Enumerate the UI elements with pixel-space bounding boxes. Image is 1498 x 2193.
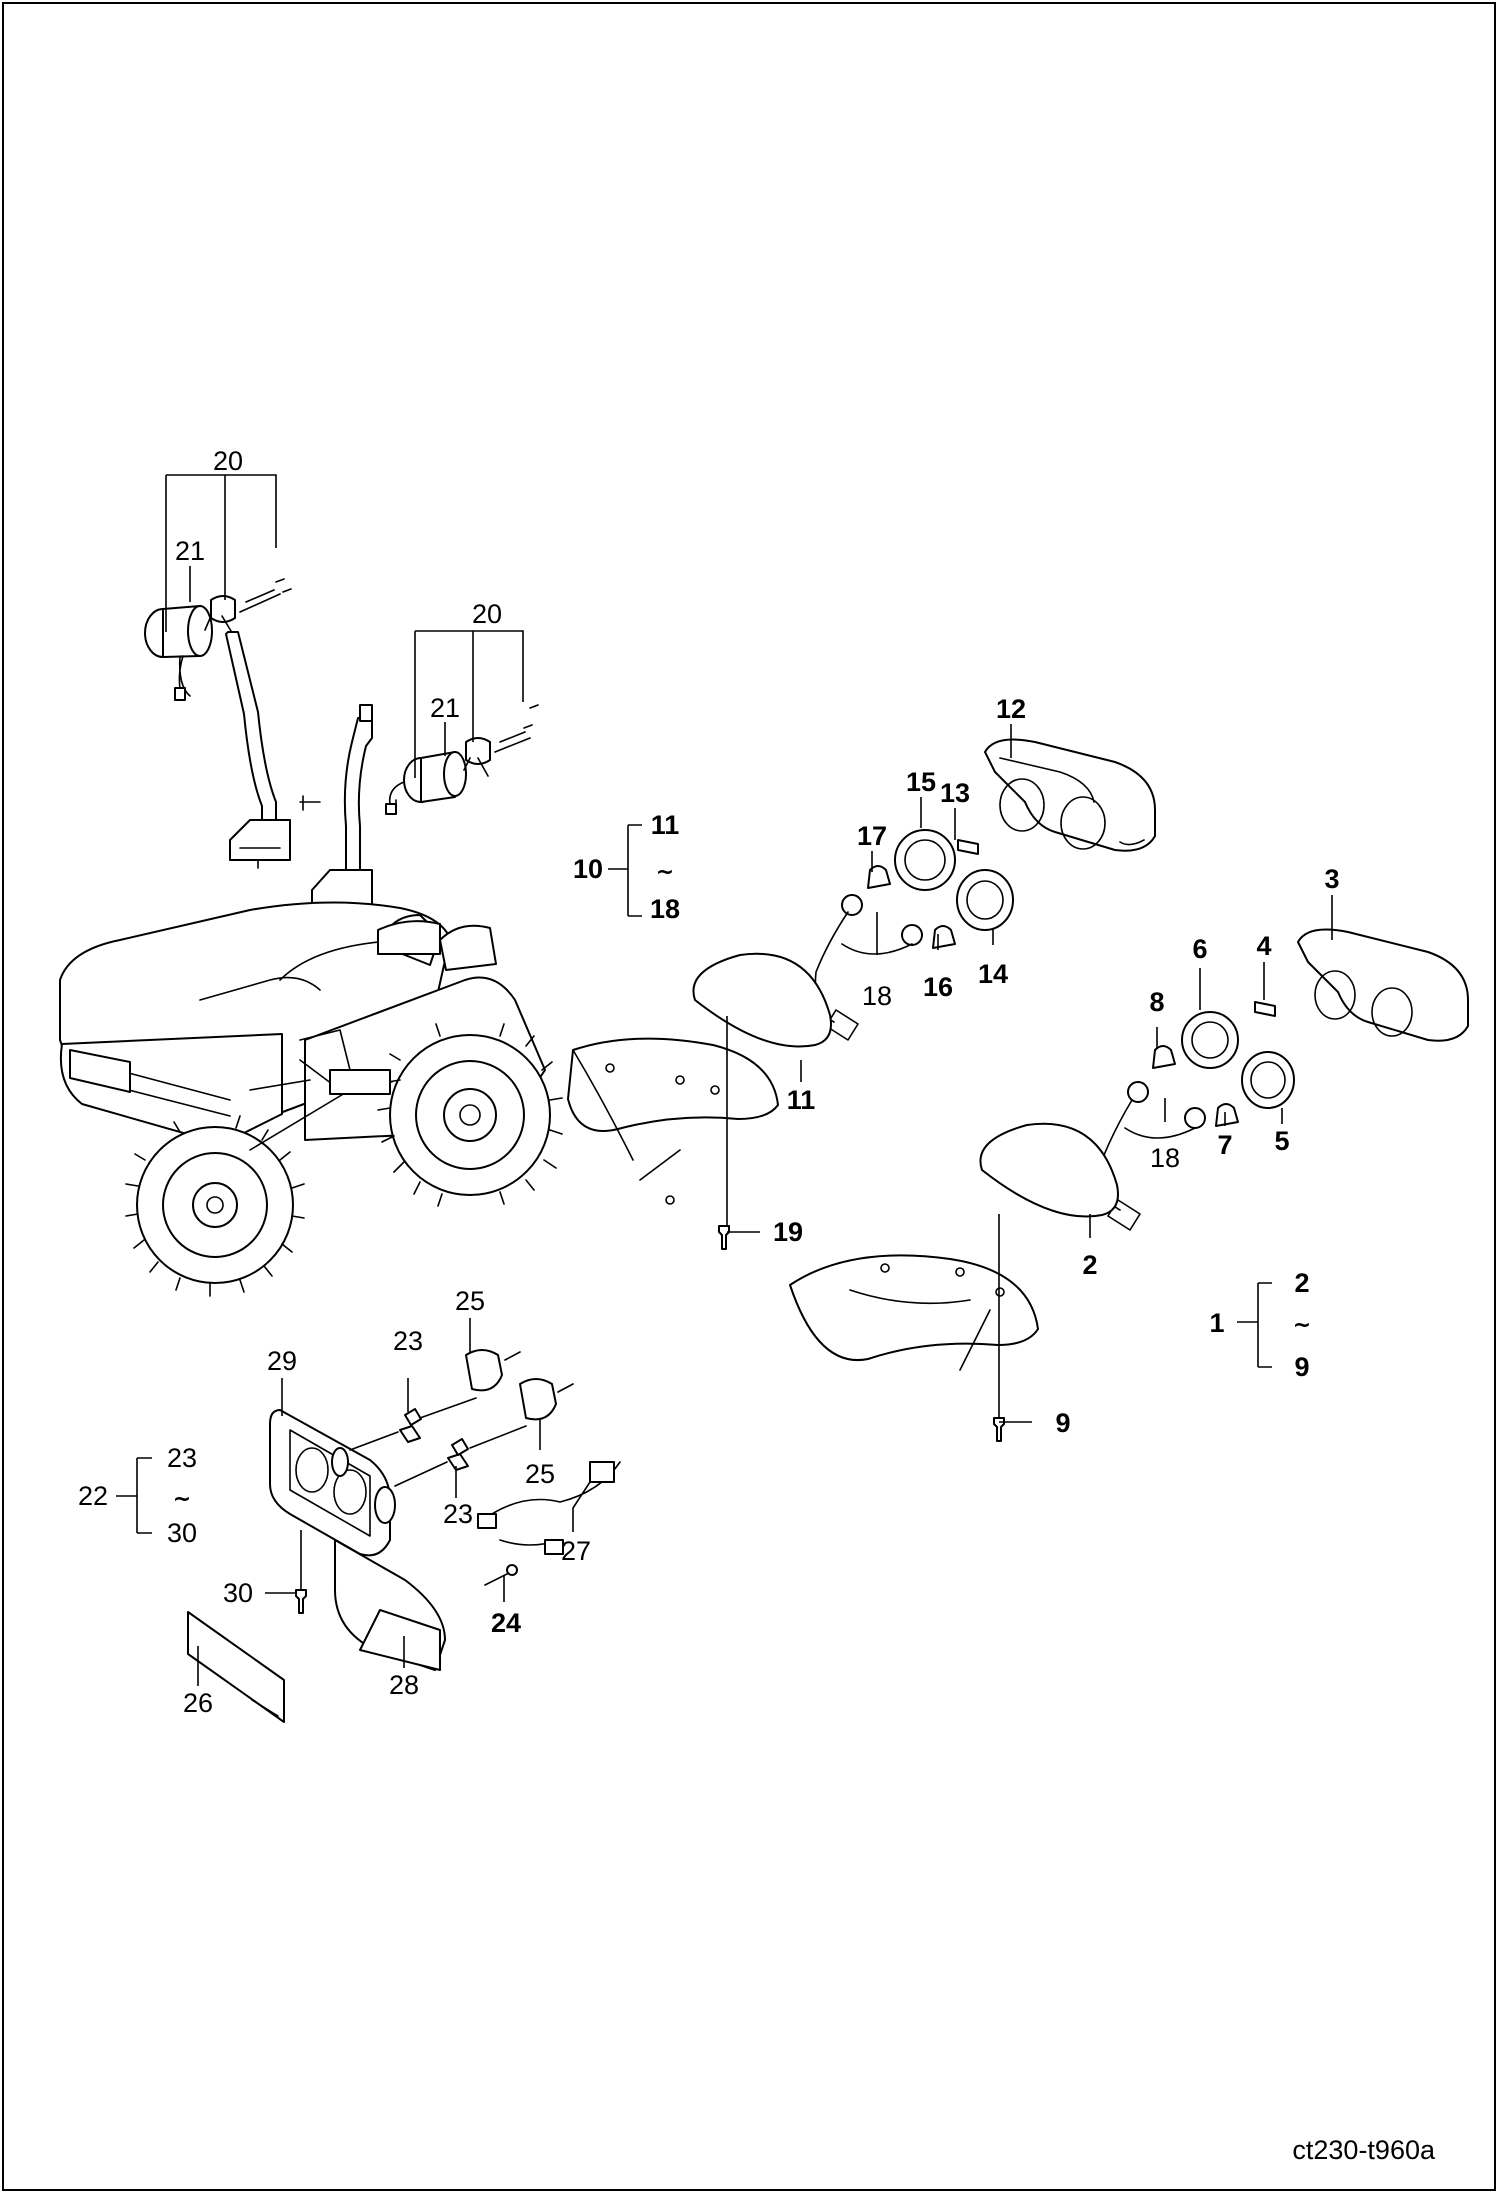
callout-6: 6 xyxy=(1192,934,1207,964)
screw-9 xyxy=(993,1417,1005,1442)
callout-17: 17 xyxy=(857,821,887,851)
tilde-10: ~ xyxy=(656,860,674,885)
rear-fender-left xyxy=(567,1037,779,1205)
callout-18c: 18 xyxy=(1150,1143,1180,1173)
callout-30b: 30 xyxy=(223,1578,253,1608)
callout-13: 13 xyxy=(940,778,970,808)
screw-19 xyxy=(718,1225,730,1250)
callout-19: 19 xyxy=(773,1217,803,1247)
callout-5: 5 xyxy=(1274,1126,1289,1156)
headlamp-harness xyxy=(477,1461,621,1555)
callout-11b: 11 xyxy=(787,1085,816,1115)
tractor-illustration xyxy=(59,901,563,1297)
callout-20a: 20 xyxy=(213,446,243,476)
callout-18a: 18 xyxy=(650,894,680,924)
callout-22: 22 xyxy=(78,1481,108,1511)
screw-24 xyxy=(484,1564,518,1586)
callout-2a: 2 xyxy=(1082,1250,1097,1280)
callout-labels: 20 21 20 21 12 15 13 17 11 10 ~ 18 16 14… xyxy=(78,446,1436,2165)
callout-14: 14 xyxy=(978,959,1008,989)
callout-23a: 23 xyxy=(393,1326,423,1356)
work-lamp-upper xyxy=(144,578,292,869)
callout-8: 8 xyxy=(1149,987,1164,1017)
headlamp-bulbs xyxy=(349,1349,574,1487)
callout-12: 12 xyxy=(996,694,1026,724)
callout-26: 26 xyxy=(183,1688,213,1718)
callout-18b: 18 xyxy=(862,981,892,1011)
callout-30a: 30 xyxy=(167,1518,197,1548)
drawing-reference: ct230-t960a xyxy=(1292,2135,1436,2165)
callout-20b: 20 xyxy=(472,599,502,629)
callout-29: 29 xyxy=(267,1346,297,1376)
rear-lens-left xyxy=(692,952,832,1048)
screw-30 xyxy=(295,1589,307,1614)
rear-lamp-right-bulbs xyxy=(1101,1001,1295,1231)
emblem-plate xyxy=(187,1611,285,1723)
callout-1: 1 xyxy=(1209,1308,1224,1338)
callout-23b: 23 xyxy=(167,1443,197,1473)
callout-11a: 11 xyxy=(651,810,680,840)
callout-21a: 21 xyxy=(175,536,205,566)
callout-21b: 21 xyxy=(430,693,460,723)
callout-28: 28 xyxy=(389,1670,419,1700)
callout-3: 3 xyxy=(1324,864,1339,894)
work-lamp-lower xyxy=(299,704,539,909)
callout-27: 27 xyxy=(561,1536,591,1566)
leader-lines xyxy=(116,474,1333,1686)
tilde-22: ~ xyxy=(173,1487,191,1512)
callout-25a: 25 xyxy=(455,1286,485,1316)
callout-9b: 9 xyxy=(1055,1408,1070,1438)
callout-15: 15 xyxy=(906,767,936,797)
callout-4: 4 xyxy=(1256,931,1271,961)
callout-24: 24 xyxy=(491,1608,521,1638)
tilde-1: ~ xyxy=(1293,1313,1311,1338)
callout-2b: 2 xyxy=(1294,1268,1309,1298)
callout-7: 7 xyxy=(1217,1130,1232,1160)
callout-10: 10 xyxy=(573,854,603,884)
rear-lens-right xyxy=(979,1122,1119,1218)
callout-23c: 23 xyxy=(443,1499,473,1529)
rear-fender-right xyxy=(789,1254,1039,1371)
rear-lamp-left-bulbs xyxy=(814,829,1014,1041)
rear-lamp-right-housing xyxy=(1297,928,1469,1042)
rear-lamp-left-housing xyxy=(984,738,1156,852)
callout-16: 16 xyxy=(923,972,953,1002)
callout-25b: 25 xyxy=(525,1459,555,1489)
headlamp-assembly xyxy=(269,1409,446,1671)
callout-9a: 9 xyxy=(1294,1352,1309,1382)
